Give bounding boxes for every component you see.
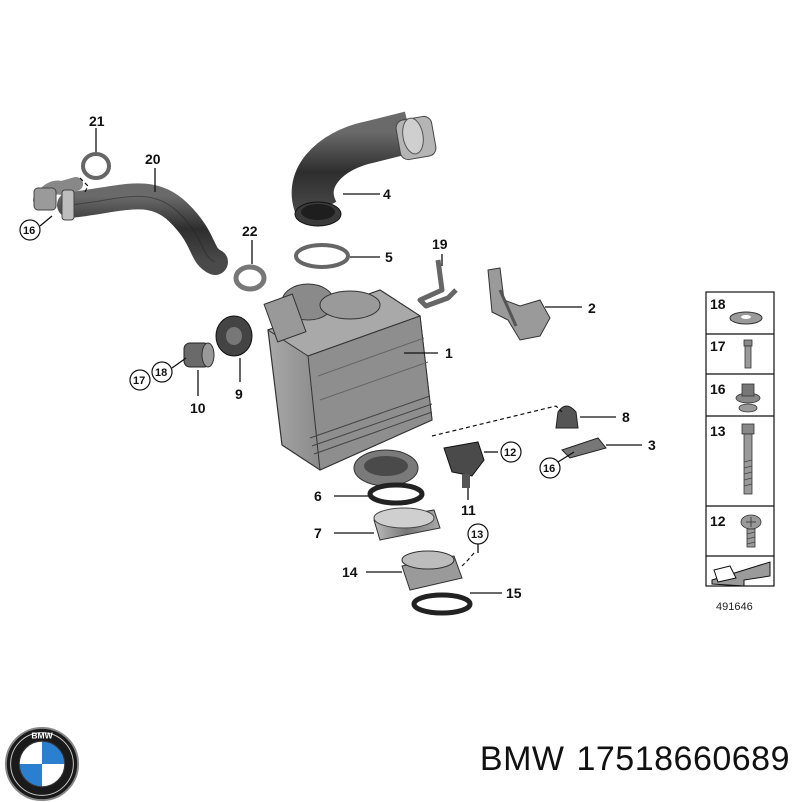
callout-9: 9: [235, 386, 243, 402]
part-4-upper-hose: [291, 111, 437, 227]
callout-13: 13: [471, 529, 483, 541]
callout-14: 14: [342, 564, 358, 580]
legend-12: 12: [710, 513, 726, 529]
callout-10: 10: [190, 400, 206, 416]
legend-13: 13: [710, 423, 726, 439]
part-1-intercooler: [263, 283, 438, 487]
bolt-short-icon: [743, 339, 753, 369]
callout-7: 7: [314, 525, 322, 541]
callout-13-circle: [467, 523, 489, 545]
long-bolt-icon: [741, 423, 755, 495]
part-8-sensor-cap: [555, 405, 616, 429]
part-5-clamp: [294, 243, 380, 269]
callout-8: 8: [622, 409, 630, 425]
callout-17-circle: [129, 369, 151, 391]
legend-16: 16: [710, 381, 726, 397]
callout-2: 2: [588, 300, 596, 316]
callout-20: 20: [145, 151, 161, 167]
fastener-legend: 18 17 16 13 12: [705, 291, 775, 587]
part-21-seal: [81, 128, 111, 180]
callout-5: 5: [385, 249, 393, 265]
part-3-bracket: [557, 437, 642, 463]
part-6-seal-ring: [334, 482, 425, 506]
callout-6: 6: [314, 488, 322, 504]
callout-19: 19: [432, 236, 448, 252]
flange-nut-icon: [735, 383, 761, 413]
callout-4: 4: [383, 186, 391, 202]
figure-id: 491646: [716, 601, 753, 613]
callout-11: 11: [461, 502, 476, 518]
part-22-clamp: [233, 240, 267, 292]
part-number: 17518660689: [576, 740, 790, 778]
callout-15: 15: [506, 585, 522, 601]
part-14-pipe-adapter: [366, 550, 463, 591]
callout-18: 18: [155, 367, 167, 379]
legend-18: 18: [710, 296, 726, 312]
part-19-bracket: [417, 254, 458, 309]
part-10-buffer: [183, 342, 215, 396]
callout-12-circle: [500, 441, 522, 463]
part-caption: BMW 17518660689: [480, 740, 790, 779]
callout-18-circle: [151, 361, 173, 383]
callout-22: 22: [242, 223, 258, 239]
part-7-adapter: [334, 507, 441, 541]
part-20-charge-pipe: [33, 168, 228, 275]
legend-17: 17: [710, 338, 726, 354]
direction-arrow-icon: [711, 561, 771, 587]
part-2-holder: [487, 267, 582, 341]
callout-12: 12: [504, 447, 516, 459]
part-15-seal-ring: [411, 592, 502, 616]
callout-3: 3: [648, 437, 656, 453]
callout-16b: 16: [543, 463, 555, 475]
callout-16-circle: [19, 219, 41, 241]
screw-icon: [740, 514, 762, 548]
callout-17: 17: [133, 375, 145, 387]
brand-name: BMW: [479, 740, 565, 778]
callout-1: 1: [445, 345, 453, 361]
callout-16a: 16: [23, 225, 35, 237]
callout-21: 21: [89, 113, 105, 129]
part-11-sensor: [443, 441, 498, 500]
part-9-rubber-mount: [215, 315, 253, 382]
logo-lettering: BMW: [31, 730, 53, 740]
callout-16b-circle: [539, 457, 561, 479]
bmw-logo: BMW: [4, 726, 80, 802]
